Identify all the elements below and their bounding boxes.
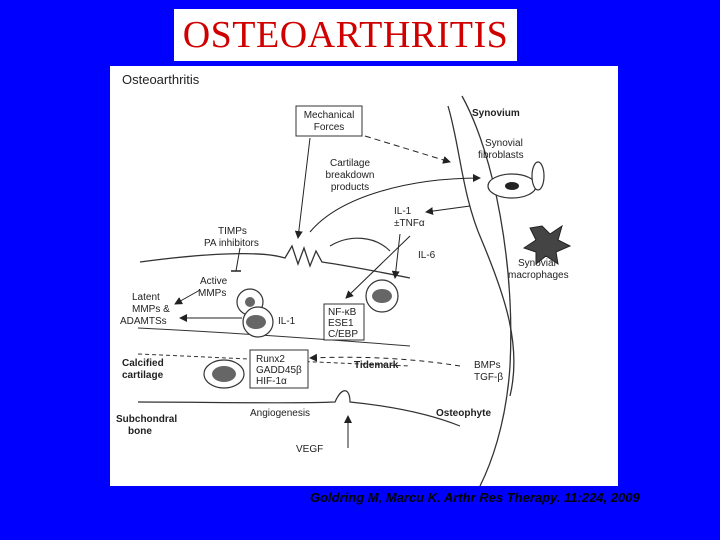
mechanical-label-1: Mechanical [304,110,355,121]
cartilage-label-3: products [331,182,369,193]
vegf-label: VEGF [296,444,323,455]
il1-label: IL-1 [278,316,296,327]
osteoarthritis-figure: Osteoarthritis Mechanical Forces Synoviu… [110,66,618,487]
bmps-label-2: TGF-β [474,372,503,383]
runx-label-2: GADD45β [256,365,302,376]
cartilage-label-2: breakdown [326,170,375,181]
nfkb-label-3: C/EBP [328,329,358,340]
il1-tnf-label-2: ±TNFα [394,218,425,229]
arrow-mechanical-to-cartilage [294,137,311,239]
chondrocyte-il1 [242,306,274,338]
nfkb-label-2: ESE1 [328,318,354,329]
figure-heading: Osteoarthritis [122,72,200,87]
arrow-mechanical-to-synovium [364,135,451,164]
inhibition-timps [235,247,241,272]
runx-label-1: Runx2 [256,354,285,365]
active-mmps-label-1: Active [200,276,228,287]
il1-tnf-label-1: IL-1 [394,206,412,217]
joint-space-line [329,237,391,252]
synovium-label: Synovium [472,108,520,119]
arrow-active-to-latent [174,289,201,305]
latent-label-1: Latent [132,292,160,303]
bmps-label-1: BMPs [474,360,501,371]
synovial-macrophage-cell [522,224,572,266]
pathway-diagram: Osteoarthritis Mechanical Forces Synoviu… [116,72,572,487]
arrow-il1-to-transcription [345,235,411,299]
latent-label-2: MMPs & [132,304,170,315]
calcified-chondrocyte [203,359,245,389]
slide-title: OSTEOARTHRITIS [182,14,509,56]
arrow-bmps-to-calcified [309,353,461,367]
il6-label: IL-6 [418,250,436,261]
active-mmps-label-2: MMPs [198,288,226,299]
runx-box [249,349,309,389]
calcified-label-1: Calcified [122,358,164,369]
citation: Goldring M, Marcu K. Arthr Res Therapy. … [310,490,640,505]
transcription-factor-box [323,303,365,341]
latent-label-3: ADAMTSs [120,316,167,327]
arrow-il1-to-chondrocyte [391,233,401,279]
synovial-fibroblast-cell-2 [531,161,545,191]
chondrocyte-right [365,279,399,313]
osteophyte-label: Osteophyte [436,408,491,419]
title-box: OSTEOARTHRITIS [174,9,517,61]
synovium-outer-line [461,95,512,487]
timps-label-1: TIMPs [218,226,247,237]
mechanical-forces-box [295,105,363,137]
calcified-label-2: cartilage [122,370,164,381]
arrow-cartilage-to-synovium [309,174,481,233]
cartilage-label-1: Cartilage [330,158,370,169]
timps-label-2: PA inhibitors [204,238,259,249]
subchondral-label-2: bone [128,426,152,437]
synovial-macrophages-label-2: macrophages [508,270,569,281]
tidemark-label: Tidemark [354,360,399,371]
nfkb-label-1: NF-κB [328,307,357,318]
synovium-inner-line [447,105,515,397]
deep-cartilage-line [137,327,411,347]
synovial-fibroblasts-label-2: fibroblasts [478,150,524,161]
bone-line [137,390,461,427]
cartilage-surface-line [139,244,411,279]
synovial-fibroblasts-label-1: Synovial [485,138,523,149]
subchondral-label-1: Subchondral [116,414,177,425]
angiogenesis-label: Angiogenesis [250,408,310,419]
arrow-synovium-to-il1 [425,205,471,216]
synovial-fibroblast-cell [487,173,537,199]
runx-label-3: HIF-1α [256,376,287,387]
mechanical-label-2: Forces [314,122,345,133]
